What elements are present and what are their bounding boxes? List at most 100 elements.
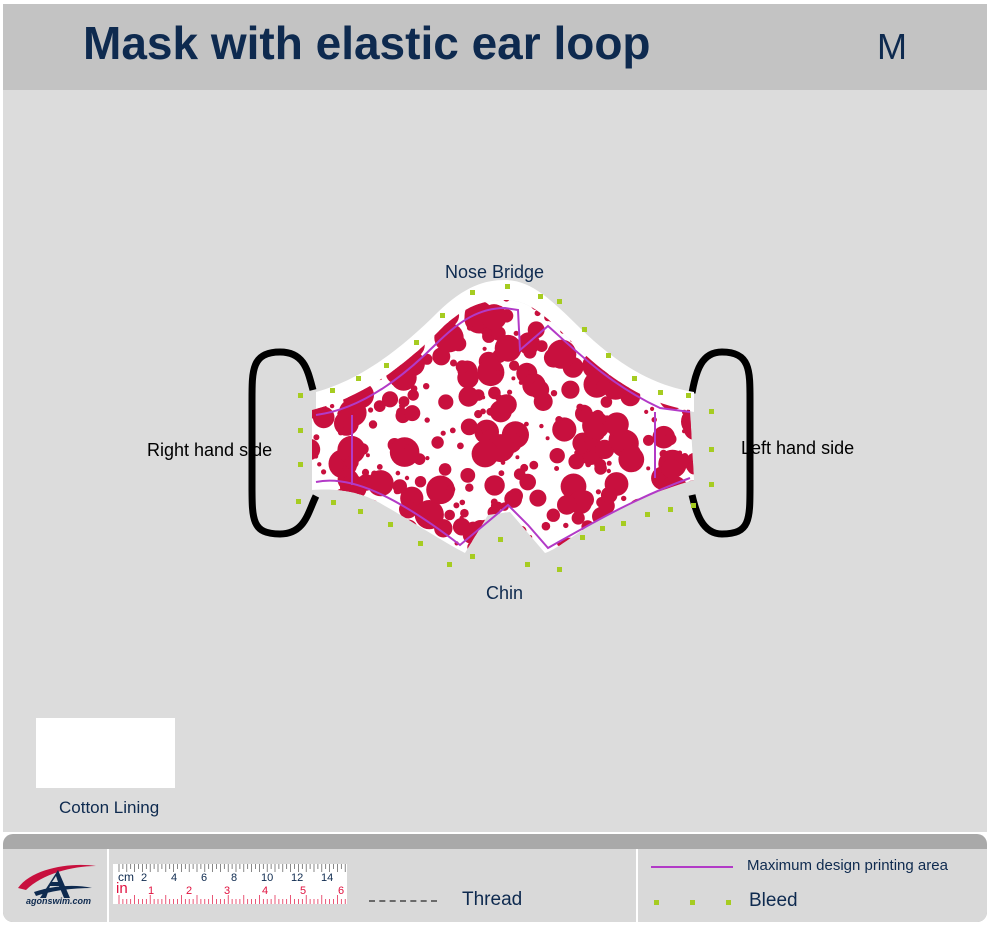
fabric-dot xyxy=(658,317,676,335)
fabric-dot xyxy=(379,402,384,407)
fabric-dot xyxy=(512,540,517,545)
fabric-dot xyxy=(529,329,540,340)
fabric-dot xyxy=(397,304,405,313)
fabric-dot xyxy=(353,333,374,354)
fabric-dot xyxy=(600,317,607,324)
fabric-dot xyxy=(618,328,624,333)
fabric-dot xyxy=(600,324,627,351)
fabric-dot xyxy=(431,436,444,449)
fabric-dot xyxy=(670,548,679,553)
bleed-markers xyxy=(296,284,714,572)
fabric-dot xyxy=(331,300,344,307)
fabric-dot xyxy=(661,458,681,478)
bleed-legend-label: Bleed xyxy=(749,890,798,911)
bleed-legend-dot xyxy=(690,900,695,905)
fabric-dot xyxy=(365,453,370,458)
bleed-dot xyxy=(296,499,301,504)
fabric-dot xyxy=(477,358,505,387)
fabric-dot xyxy=(397,300,420,312)
ruler-cm-tick-label: 14 xyxy=(321,872,334,884)
fabric-dot xyxy=(450,359,457,367)
fabric-dot xyxy=(431,543,453,553)
fabric-dot xyxy=(605,412,629,437)
fabric-dot xyxy=(312,552,317,553)
bleed-dot xyxy=(709,482,714,487)
fabric-dot xyxy=(657,363,661,368)
fabric-dot xyxy=(511,376,516,381)
fabric-dot xyxy=(650,334,677,361)
fabric-dot xyxy=(508,549,515,553)
fabric-dot xyxy=(364,331,372,339)
fabric-dot xyxy=(350,503,366,520)
fabric-dot xyxy=(438,463,452,476)
bleed-dot xyxy=(356,376,361,381)
fabric-dot xyxy=(434,323,464,353)
agonswim-logo: agonswim.com xyxy=(12,858,102,915)
fabric-dot xyxy=(413,290,422,299)
bleed-dot xyxy=(668,507,673,512)
fabric-dot xyxy=(418,300,432,310)
fabric-dot xyxy=(444,509,456,521)
chin-label: Chin xyxy=(486,583,524,603)
fabric-dot xyxy=(493,520,522,549)
ruler-in-label: in xyxy=(116,880,128,897)
fabric-dot xyxy=(687,460,694,475)
fabric-dot xyxy=(495,394,503,402)
fabric-dot xyxy=(550,390,558,397)
fabric-dot xyxy=(644,409,649,414)
fabric-dot xyxy=(368,420,378,429)
bleed-dot xyxy=(498,537,503,542)
ruler-cm-tick-label: 8 xyxy=(231,872,238,884)
fabric-dot xyxy=(598,535,608,545)
fabric-dot xyxy=(672,344,694,370)
fabric-dot xyxy=(693,467,694,472)
fabric-dot xyxy=(662,508,687,533)
fabric-dot xyxy=(336,348,342,353)
fabric-dot xyxy=(333,537,340,544)
fabric-dot xyxy=(457,442,464,450)
bleed-dot xyxy=(621,521,626,526)
right-side-label: Right hand side xyxy=(147,440,273,460)
fabric-dot xyxy=(398,542,404,547)
fabric-print xyxy=(305,290,694,553)
bleed-dot xyxy=(470,554,475,559)
fabric-dot xyxy=(677,376,687,386)
fabric-dot xyxy=(455,360,469,374)
fabric-dot xyxy=(475,429,483,437)
fabric-dot xyxy=(606,450,611,455)
fabric-dot xyxy=(332,321,338,327)
fabric-dot xyxy=(691,537,694,549)
fabric-dot xyxy=(630,516,636,521)
fabric-dot xyxy=(529,460,539,470)
ruler-in-tick-label: 6 xyxy=(338,885,345,897)
fabric-dot xyxy=(495,367,500,372)
design-area-legend-line xyxy=(651,866,733,868)
fabric-dot xyxy=(372,311,378,317)
fabric-dot xyxy=(438,394,454,410)
fabric-dot xyxy=(681,330,694,343)
fabric-dot xyxy=(567,300,593,313)
ruler-in-tick-label: 4 xyxy=(262,885,269,897)
bleed-dot xyxy=(440,313,445,318)
fabric-dot xyxy=(305,460,310,465)
bleed-dot xyxy=(470,290,475,295)
fabric-dot xyxy=(376,464,383,470)
fabric-dot xyxy=(398,329,409,340)
fabric-dot xyxy=(358,330,366,338)
fabric-dot xyxy=(631,337,636,342)
fabric-dot xyxy=(609,303,616,310)
fabric-dot xyxy=(549,448,565,464)
fabric-dot xyxy=(524,421,529,427)
fabric-dot xyxy=(666,336,672,342)
fabric-dot xyxy=(330,351,336,357)
fabric-dot xyxy=(596,379,611,394)
fabric-dot xyxy=(313,434,320,441)
fabric-dot xyxy=(589,377,594,382)
fabric-dot xyxy=(687,339,693,345)
fabric-dot xyxy=(507,389,513,395)
fabric-dot xyxy=(594,462,607,475)
fabric-dot xyxy=(594,439,615,460)
fabric-dot xyxy=(608,498,613,504)
ruler-in-tick-label: 3 xyxy=(224,885,231,897)
logo-mark-icon xyxy=(18,864,96,898)
